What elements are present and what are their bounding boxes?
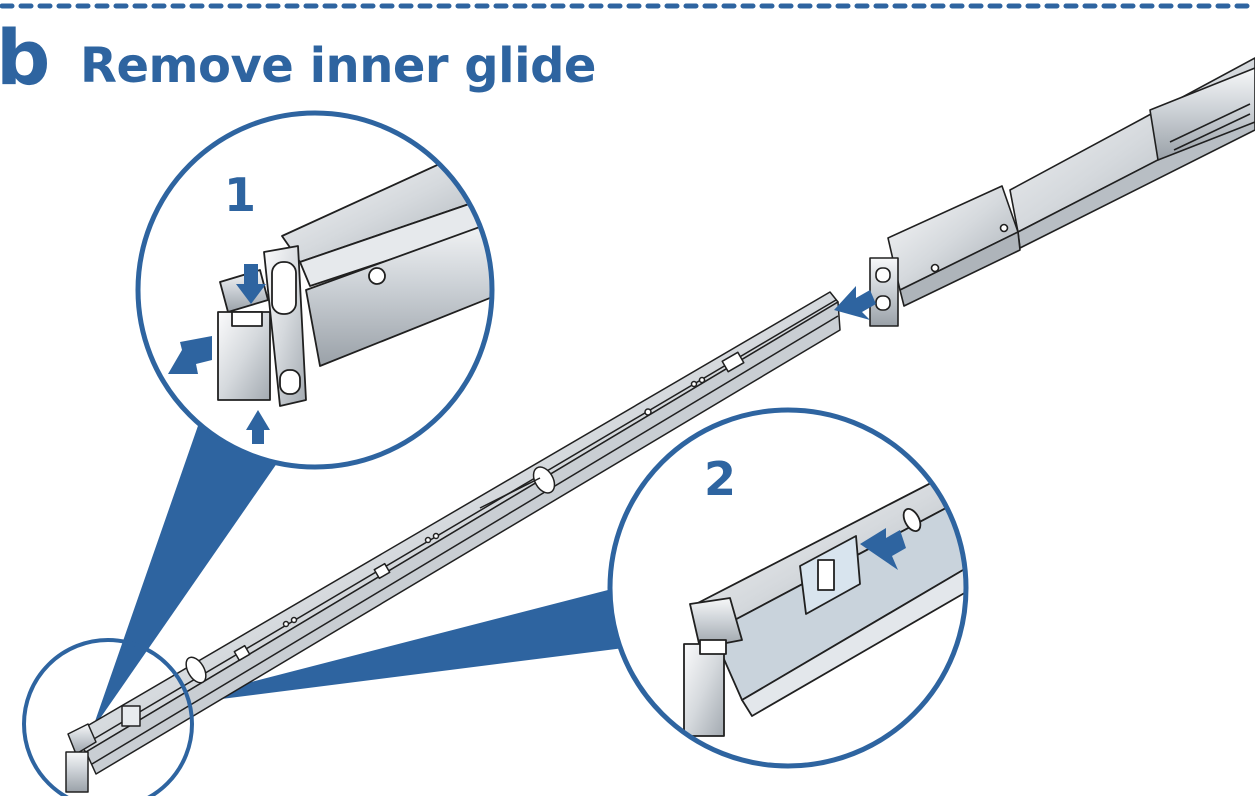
callout-number-2: 2 [704,452,737,506]
page-title: Remove inner glide [80,38,596,94]
magnifier-2 [607,407,969,769]
release-arrow [834,286,876,320]
callout-number-1: 1 [224,168,257,222]
zoom-beam-1 [92,420,282,730]
inner-glide [65,291,841,793]
step-letter: b [0,13,50,102]
pull-left-arrow [168,336,212,374]
release-tab-arrow [860,528,906,570]
push-down-arrow [236,264,266,304]
locator-circle [22,638,194,796]
outer-rail [869,57,1255,327]
magnifier-1 [135,110,495,470]
push-up-arrow [246,410,270,444]
zoom-beam-2 [150,590,624,708]
